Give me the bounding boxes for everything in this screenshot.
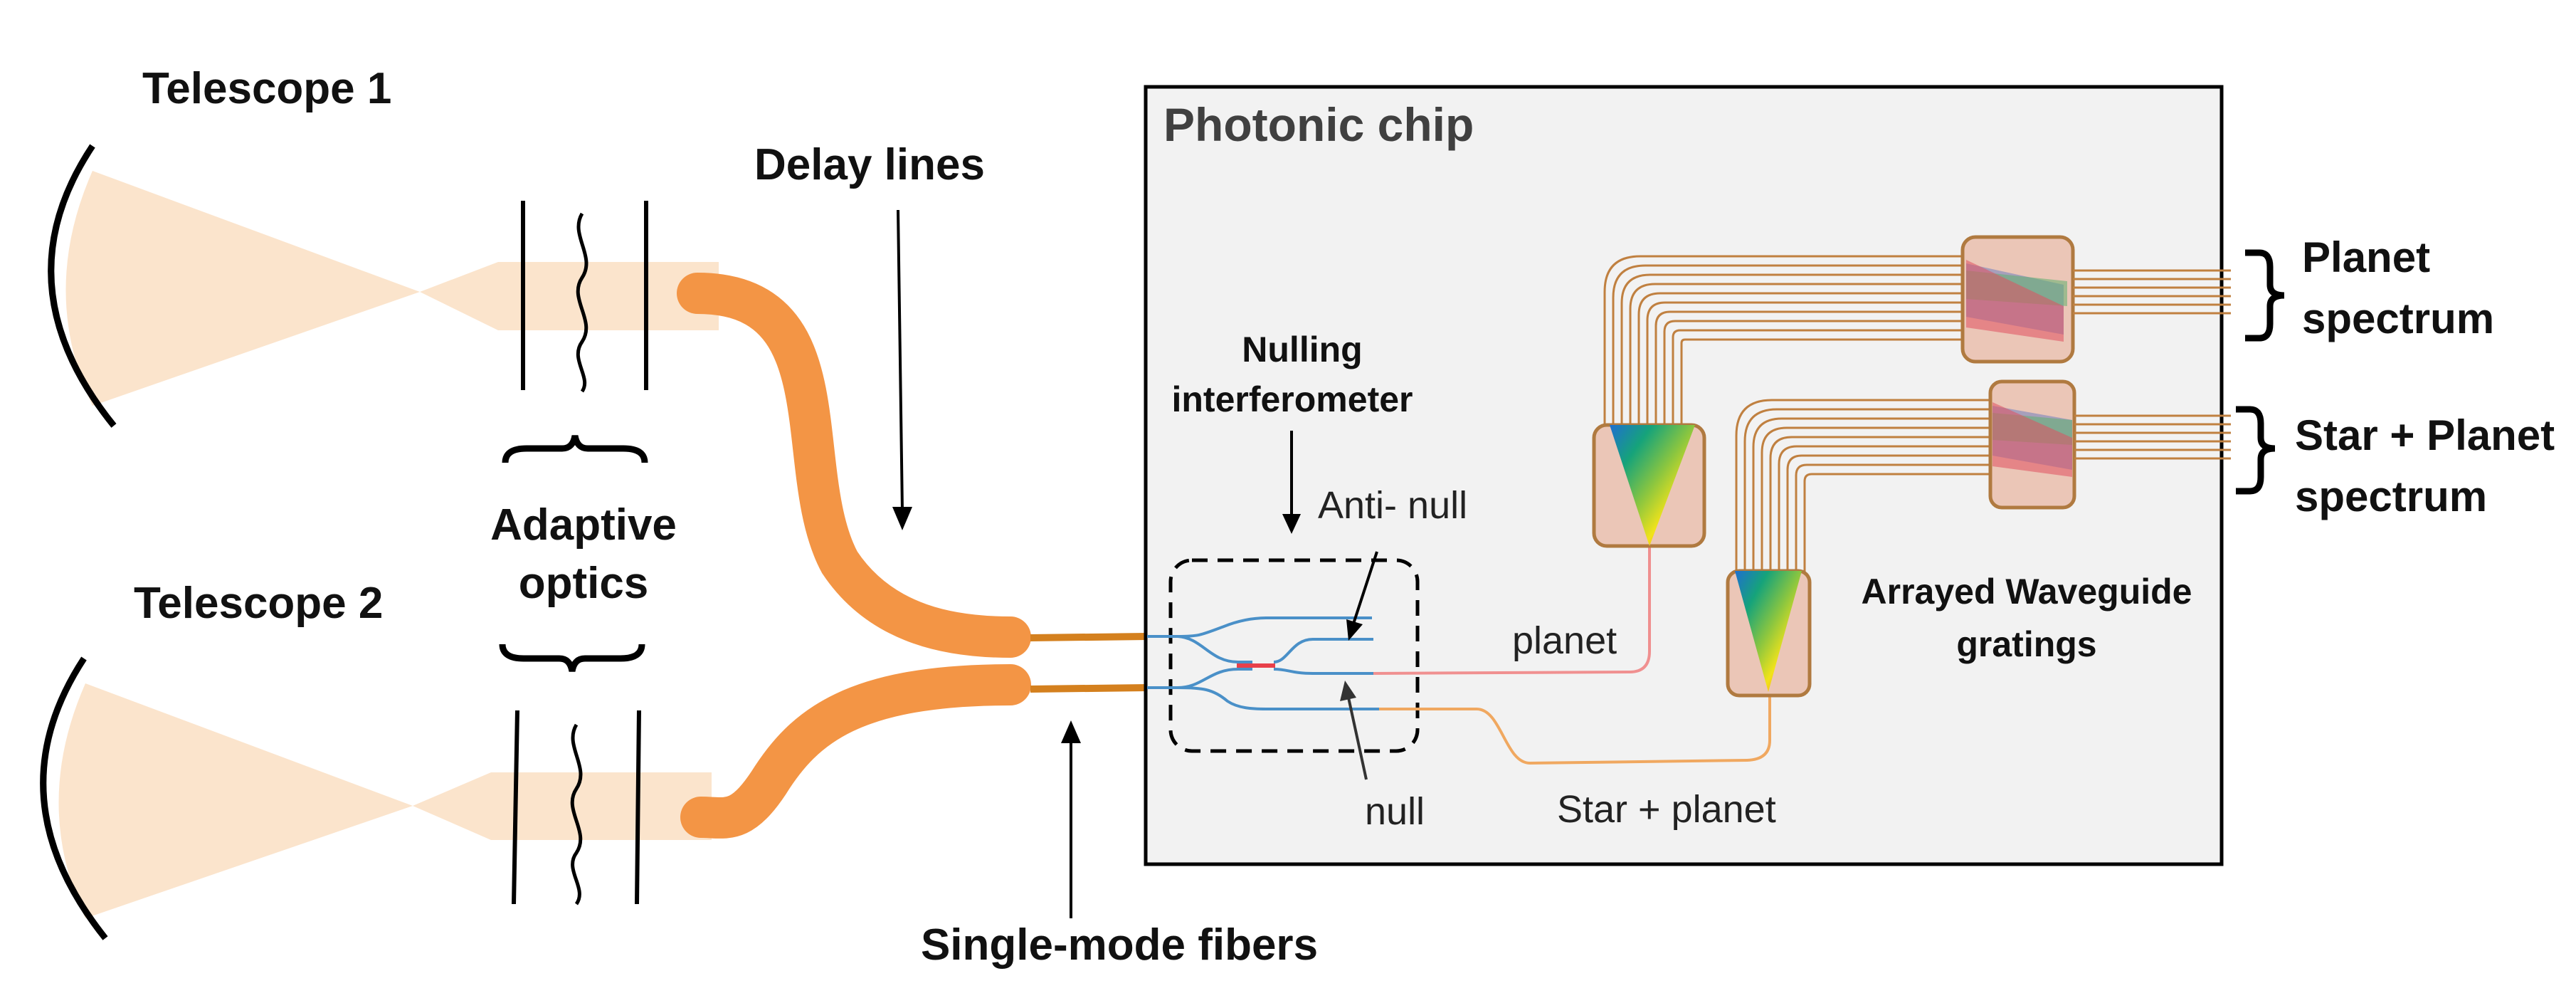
telescope-2-beam xyxy=(58,683,712,918)
single-mode-fibers-arrow xyxy=(1061,720,1081,918)
adaptive-optics-bottom xyxy=(512,710,641,905)
awg-1-waveguide-bundle xyxy=(1603,255,1963,427)
adaptive-optics-label-line1: Adaptive xyxy=(490,500,677,550)
awg-2-rainbow-triangle xyxy=(1735,571,1802,692)
planet-spectrum-brace xyxy=(2245,249,2285,342)
awg-label-line2: gratings xyxy=(1956,624,2096,664)
adaptive-optics-label-line2: optics xyxy=(519,559,649,608)
delay-lines-arrow xyxy=(892,209,912,530)
awg-2-dispersion xyxy=(1992,402,2072,477)
telescope-2-mirror xyxy=(40,656,108,940)
nulling-interferometer-region xyxy=(1168,558,1420,753)
awg-label-line1: Arrayed Waveguide xyxy=(1862,572,2192,611)
telescope-1-label: Telescope 1 xyxy=(142,64,391,113)
single-mode-fibers-label: Single-mode fibers xyxy=(921,920,1318,970)
anti-null-label: Anti- null xyxy=(1318,484,1467,527)
telescope-2-label: Telescope 2 xyxy=(134,579,383,628)
nulling-interferometer-label-line2: interferometer xyxy=(1172,379,1413,419)
star-planet-spectrum-brace xyxy=(2236,406,2276,495)
delay-line-fiber-2 xyxy=(680,664,1031,839)
delay-line-fiber-1 xyxy=(677,273,1031,658)
nulling-interferometer-label-line1: Nulling xyxy=(1242,330,1362,369)
telescope-1 xyxy=(48,144,719,428)
single-mode-fiber-1 xyxy=(1030,633,1148,641)
awg-1-rainbow-triangle xyxy=(1610,425,1695,546)
null-arrow xyxy=(1340,681,1368,780)
star-planet-waveguide xyxy=(1379,694,1771,765)
star-planet-spectrum-label-line1: Star + Planet xyxy=(2295,411,2555,459)
telescope-1-beam xyxy=(65,171,719,406)
awg-2-waveguide-bundle xyxy=(1735,399,1990,573)
anti-null-arrow xyxy=(1346,551,1378,641)
telescope-1-mirror xyxy=(48,144,117,428)
awg-2-output-lines xyxy=(2074,414,2231,460)
awg-1-output-lines xyxy=(2073,269,2231,315)
adaptive-optics-top xyxy=(521,201,648,393)
adaptive-optics-brace-bottom xyxy=(499,644,645,672)
single-mode-fiber-2 xyxy=(1030,684,1148,693)
awg-1 xyxy=(1592,235,2231,548)
telescope-2 xyxy=(40,656,712,940)
star-planet-label: Star + planet xyxy=(1557,788,1776,831)
awg-1-dispersion xyxy=(1966,260,2067,342)
planet-spectrum-label-line1: Planet xyxy=(2302,233,2430,281)
awg-2 xyxy=(1726,379,2231,698)
nulling-waveguides xyxy=(1147,616,1379,710)
photonic-chip-label: Photonic chip xyxy=(1163,98,1474,151)
delay-lines-label: Delay lines xyxy=(754,140,985,189)
nulling-interferometer-arrow xyxy=(1282,431,1301,534)
planet-waveguide xyxy=(1373,530,1651,675)
planet-label: planet xyxy=(1512,619,1617,662)
star-planet-spectrum-label-line2: spectrum xyxy=(2295,473,2487,520)
planet-spectrum-label-line2: spectrum xyxy=(2302,295,2494,342)
null-label: null xyxy=(1365,790,1425,833)
adaptive-optics-brace-top xyxy=(502,435,648,463)
